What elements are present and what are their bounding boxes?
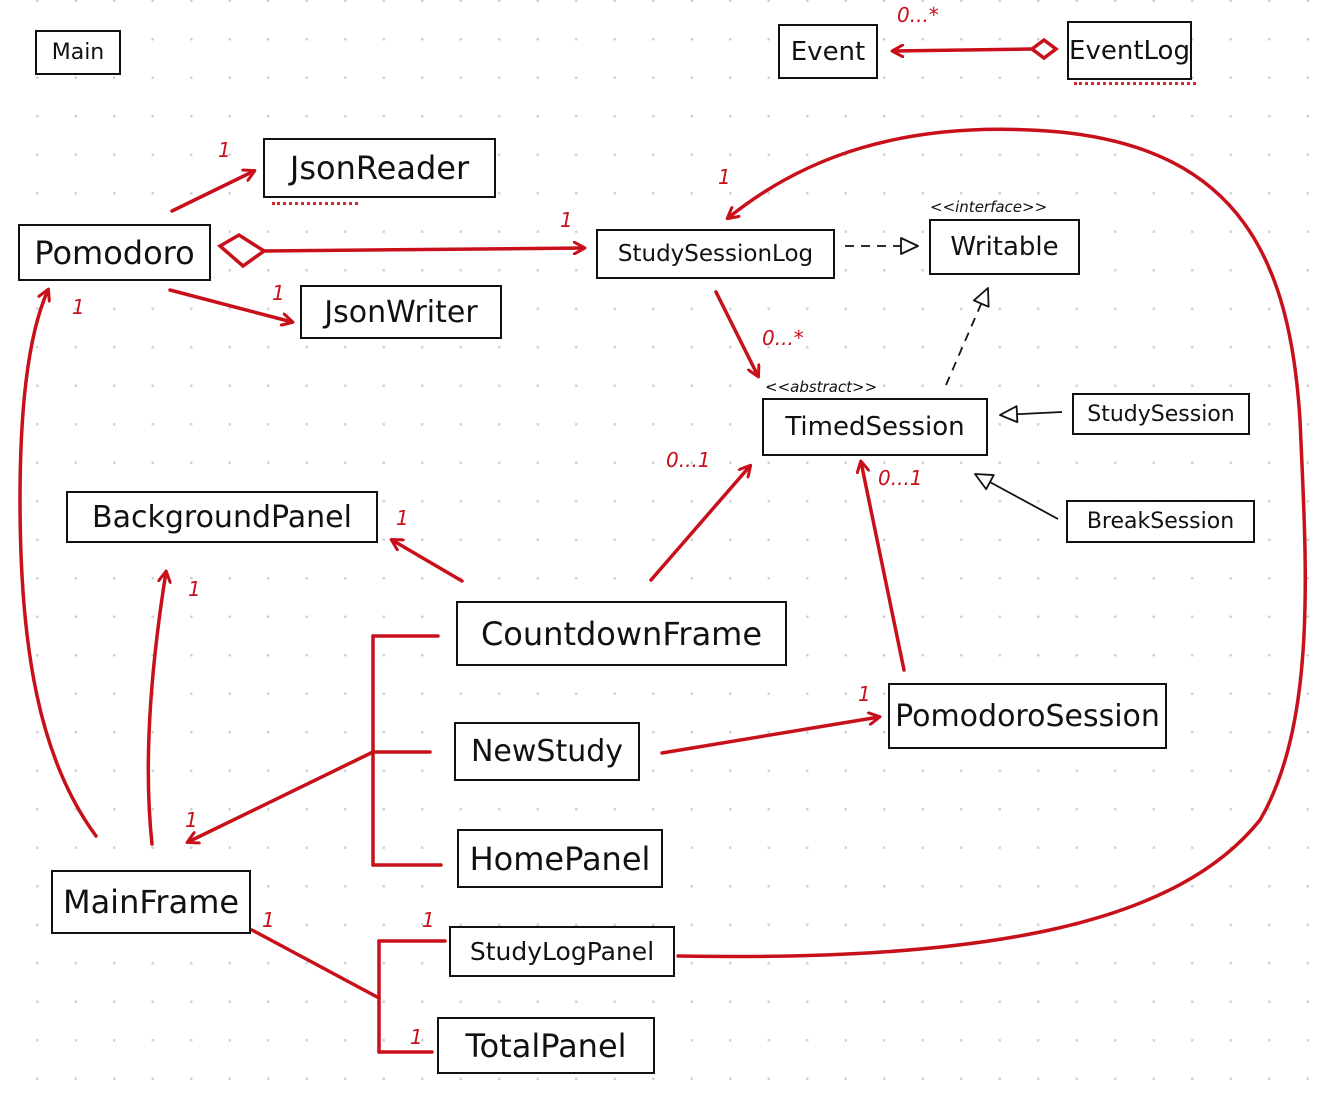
mult-mainframe-backgroundpanel: 1 [188, 577, 201, 601]
breaksession-timedsession-generalization [974, 473, 1059, 520]
studysession-timedsession-generalization [999, 405, 1063, 424]
studylogpanel-studysessionlog-association [676, 127, 1308, 959]
panels-mainframe-association [188, 634, 443, 867]
eventlog-event-aggregation [893, 37, 1059, 61]
mult-mainframe-side: 1 [262, 908, 275, 932]
mainframe-panels-association [250, 928, 447, 1054]
class-jsonreader: JsonReader [263, 138, 496, 198]
class-studylogpanel: StudyLogPanel [449, 926, 675, 977]
class-main: Main [35, 30, 121, 75]
class-pomodoro: Pomodoro [18, 224, 211, 281]
timedsession-stereotype: <<abstract>> [765, 378, 878, 396]
mult-pomodoro-jsonreader: 1 [218, 138, 231, 162]
class-eventlog: EventLog [1067, 21, 1192, 80]
writable-stereotype: <<interface>> [930, 198, 1048, 216]
pomodorosession-timedsession-association [861, 462, 906, 672]
mult-pomodorosession-timedsession: 0...1 [878, 466, 923, 490]
class-mainframe: MainFrame [51, 870, 251, 934]
timedsession-writable-realization [945, 287, 990, 386]
class-event: Event [778, 24, 878, 79]
class-writable: Writable [929, 219, 1080, 275]
class-studysessionlog: StudySessionLog [596, 229, 835, 279]
mult-to-totalpanel: 1 [410, 1025, 423, 1049]
class-pomodorosession: PomodoroSession [888, 683, 1167, 749]
mult-to-studylogpanel: 1 [422, 908, 435, 932]
mult-studylogpanel-studysessionlog: 1 [718, 165, 731, 189]
newstudy-pomodorosession-association [660, 717, 879, 755]
class-countdownframe: CountdownFrame [456, 601, 787, 666]
class-newstudy: NewStudy [454, 722, 640, 781]
class-timedsession: TimedSession [762, 398, 988, 456]
class-jsonwriter: JsonWriter [300, 285, 502, 339]
pomodoro-studysessionlog-aggregation [217, 232, 584, 269]
mult-studysessionlog-timedsession: 0...* [762, 326, 804, 350]
pomodoro-jsonreader-association [170, 171, 254, 213]
class-backgroundpanel: BackgroundPanel [66, 491, 378, 543]
mult-countdownframe-timedsession: 0...1 [666, 448, 711, 472]
jsonreader-spellcheck-underline [272, 202, 358, 205]
mult-eventlog-event: 0...* [897, 3, 939, 27]
mult-pomodoro-jsonwriter: 1 [272, 281, 285, 305]
class-homepanel: HomePanel [457, 829, 663, 888]
class-breaksession: BreakSession [1066, 500, 1255, 543]
pomodoro-jsonwriter-association [168, 288, 292, 322]
class-studysession: StudySession [1072, 393, 1250, 435]
eventlog-spellcheck-underline [1074, 82, 1196, 85]
countdownframe-backgroundpanel-association [392, 540, 464, 583]
mainframe-backgroundpanel-association [146, 572, 166, 846]
mult-countdownframe-backgroundpanel: 1 [396, 506, 409, 530]
mult-panels-mainframe: 1 [185, 808, 198, 832]
mult-mainframe-pomodoro: 1 [72, 295, 85, 319]
mult-newstudy-pomodorosession: 1 [858, 682, 871, 706]
mainframe-pomodoro-association [18, 290, 98, 838]
mult-pomodoro-studysessionlog: 1 [560, 208, 573, 232]
studysessionlog-timedsession-association [714, 290, 758, 376]
countdownframe-timedsession-association [649, 466, 750, 582]
class-totalpanel: TotalPanel [437, 1017, 655, 1074]
